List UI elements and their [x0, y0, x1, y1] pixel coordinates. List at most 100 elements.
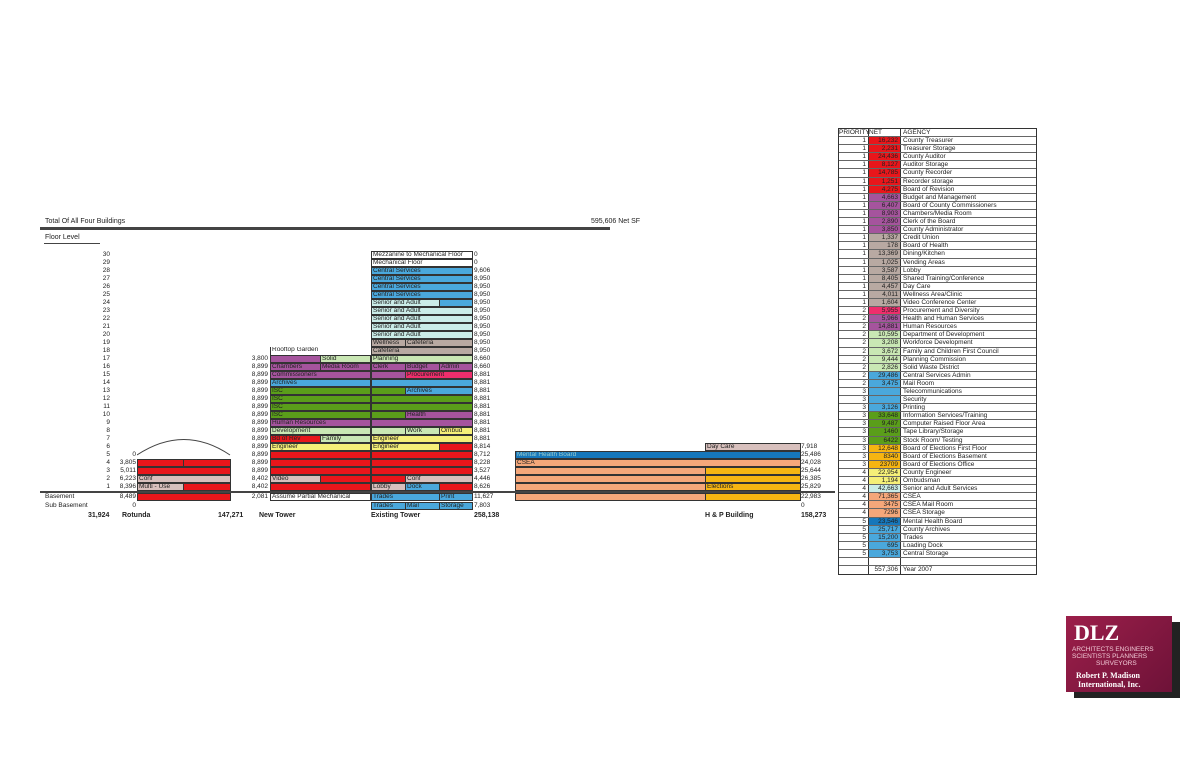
- floor-area-value: 3,805: [119, 459, 136, 466]
- agency-block: [371, 419, 473, 427]
- agency-block: Media Room: [320, 363, 371, 371]
- floor-label: 29: [102, 259, 110, 266]
- legend-priority: 4: [839, 501, 869, 509]
- agency-block: [270, 355, 321, 363]
- legend-net: 1,604: [869, 298, 901, 307]
- floor-area-value: 8,881: [474, 427, 491, 434]
- agency-block: [137, 493, 231, 501]
- legend-net: 29,486: [869, 371, 901, 379]
- floor-area-value: 8,950: [474, 323, 491, 330]
- legend-net: 3,208: [869, 339, 901, 347]
- legend-net: 4,663: [869, 193, 901, 201]
- legend-net: 2,826: [869, 363, 901, 371]
- floor-label: 4: [106, 459, 110, 466]
- legend-agency: County Administrator: [903, 226, 964, 234]
- floor-area-value: 8,660: [474, 355, 491, 362]
- floor-label: 22: [102, 315, 110, 322]
- legend-net: 3,753: [869, 549, 901, 557]
- floor-area-value: 8,402: [251, 475, 268, 482]
- agency-block: [270, 483, 371, 491]
- legend-agency: Trades: [903, 533, 923, 541]
- legend-net: 13,369: [869, 250, 901, 258]
- legend-total-row: 557,306 Year 2007: [839, 566, 1036, 575]
- legend-agency: Workforce Development: [903, 339, 973, 347]
- agency-block: [320, 475, 371, 483]
- agency-block: [371, 467, 473, 475]
- floor-label: 1: [106, 483, 110, 490]
- floor-label: 19: [102, 339, 110, 346]
- legend-net: 42,663: [869, 485, 901, 493]
- floor-area-value: 8,228: [474, 459, 491, 466]
- legend-priority: 1: [839, 145, 869, 153]
- legend-agency: Day Care: [903, 282, 931, 290]
- agency-block: [371, 459, 473, 467]
- legend-agency: Board of County Commissioners: [903, 201, 997, 209]
- logo-line1: ARCHITECTS ENGINEERS: [1072, 646, 1154, 653]
- legend-net: 8,127: [869, 161, 901, 169]
- agency-block: Work: [405, 427, 440, 435]
- legend-priority: 5: [839, 549, 869, 557]
- floor-area-value: 9,606: [474, 267, 491, 274]
- legend-agency: Printing: [903, 404, 926, 412]
- legend-priority: 5: [839, 533, 869, 541]
- legend-net: 22,954: [869, 468, 901, 477]
- agency-block: [515, 467, 706, 475]
- legend-priority: 3: [839, 452, 869, 460]
- agency-block: [439, 443, 473, 451]
- legend-agency: Solid Waste District: [903, 363, 960, 371]
- floor-area-value: 3,527: [474, 467, 491, 474]
- legend-agency: Vending Areas: [903, 258, 945, 266]
- legend-agency: Budget and Management: [903, 193, 976, 201]
- building-total: 31,924: [88, 512, 110, 519]
- legend-priority: 1: [839, 177, 869, 185]
- building-name: H & P Building: [705, 512, 754, 519]
- legend-priority: 1: [839, 282, 869, 290]
- floor-area-value: 26,385: [801, 475, 821, 482]
- legend-priority: 5: [839, 541, 869, 549]
- legend-priority: 2: [839, 355, 869, 363]
- legend-agency: County Auditor: [903, 153, 946, 161]
- legend-net: 695: [869, 541, 901, 549]
- agency-block: Dock: [405, 483, 440, 491]
- building-name: New Tower: [259, 512, 296, 519]
- logo-line2: SCIENTISTS PLANNERS: [1072, 653, 1148, 660]
- legend-priority: 1: [839, 274, 869, 282]
- legend-agency: Video Conference Center: [903, 298, 977, 306]
- floor-area-value: 8,660: [474, 363, 491, 370]
- agency-block: Family: [320, 435, 371, 443]
- legend-priority: 1: [839, 161, 869, 169]
- legend-net: 3,672: [869, 347, 901, 355]
- agency-block: Mental Health Board: [515, 451, 801, 459]
- agency-block: Trades: [371, 493, 440, 501]
- agency-block: [371, 451, 473, 459]
- legend-net: 23709: [869, 460, 901, 468]
- legend-agency: [901, 558, 1036, 565]
- agency-block: [137, 459, 184, 467]
- legend-agency: Ombudsman: [903, 477, 941, 485]
- legend-priority: 2: [839, 339, 869, 347]
- legend-priority: 2: [839, 331, 869, 339]
- logo-company2: International, Inc.: [1078, 680, 1141, 689]
- agency-block: [270, 459, 371, 467]
- priority-header: PRIORITY: [839, 129, 870, 137]
- agency-block: Archives: [270, 379, 371, 387]
- legend-priority: 3: [839, 388, 869, 396]
- floor-label: 14: [102, 379, 110, 386]
- legend-net: 23,546: [869, 517, 901, 525]
- floor-area-value: 25,644: [801, 467, 821, 474]
- legend-priority: 4: [839, 485, 869, 493]
- floor-area-value: 8,626: [474, 483, 491, 490]
- agency-block: Human Resources: [270, 419, 371, 427]
- legend-net: [869, 396, 901, 404]
- legend-agency: Health and Human Services: [903, 315, 984, 323]
